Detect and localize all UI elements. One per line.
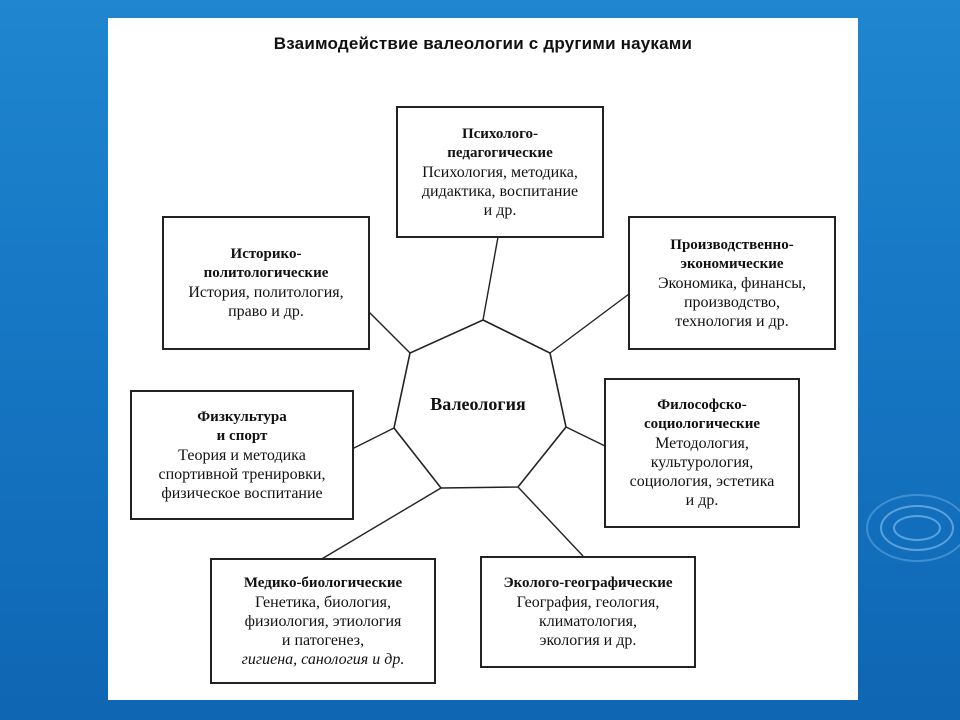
- slide-canvas: Взаимодействие валеологии с другими наук…: [108, 18, 858, 700]
- body-line: и др.: [483, 201, 517, 219]
- box-psycho-pedagogical: Психолого- педагогические Психология, ме…: [396, 106, 604, 238]
- heading-line: Производственно-: [670, 236, 794, 253]
- body-line: социология, эстетика: [629, 473, 775, 490]
- heading-line: социологические: [643, 416, 760, 432]
- box-heading: Историко- политологические: [168, 245, 364, 283]
- body-line: технология и др.: [675, 312, 789, 330]
- box-body: Психология, методика, дидактика, воспита…: [402, 163, 598, 220]
- center-heptagon: [393, 319, 567, 489]
- ripple-decoration: [866, 494, 960, 562]
- diagram-title: Взаимодействие валеологии с другими наук…: [273, 34, 693, 53]
- body-line: Теория и методика: [178, 446, 306, 464]
- body-line: Экономика, финансы,: [657, 274, 807, 292]
- connector-prod: [549, 293, 630, 354]
- body-line: спортивной тренировки,: [158, 465, 326, 483]
- box-body: Методология, культурология, социология, …: [610, 434, 794, 510]
- body-line: право и др.: [228, 303, 304, 320]
- box-body: История, политология, право и др.: [168, 283, 364, 321]
- connector-hist: [367, 310, 411, 354]
- body-line: физическое воспитание: [161, 484, 323, 502]
- box-body: География, геология, климатология, эколо…: [486, 593, 690, 650]
- connector-psych: [482, 236, 499, 321]
- connector-sport: [351, 427, 395, 450]
- body-line: экология и др.: [539, 632, 637, 649]
- box-heading: Производственно- экономические: [634, 236, 830, 274]
- body-line: климатология,: [538, 613, 638, 630]
- connector-med: [319, 487, 442, 561]
- box-historical-political: Историко- политологические История, поли…: [162, 216, 370, 350]
- heading-line: Историко-: [230, 246, 302, 262]
- heading-line: Психолого-: [461, 125, 539, 142]
- heading-line: Философско-: [657, 397, 747, 413]
- diagram-connectors: [319, 236, 630, 561]
- box-ecological-geographical: Эколого-географические География, геолог…: [480, 556, 696, 668]
- body-line: Методология,: [655, 435, 749, 452]
- heading-line: политологические: [203, 265, 329, 281]
- body-line: и патогенез,: [281, 631, 365, 649]
- body-line: физиология, этиология: [244, 612, 402, 630]
- body-line: Генетика, биология,: [255, 593, 391, 611]
- box-body: Экономика, финансы, производство, технол…: [634, 274, 830, 331]
- box-heading: Психолого- педагогические: [402, 125, 598, 163]
- box-physical-culture-sport: Физкультура и спорт Теория и методика сп…: [130, 390, 354, 520]
- body-line: производство,: [683, 293, 781, 311]
- heading-line: Физкультура: [197, 408, 287, 425]
- box-body: Теория и методика спортивной тренировки,…: [136, 446, 348, 503]
- heading-line: Эколого-географические: [503, 575, 673, 591]
- box-heading: Философско- социологические: [610, 396, 794, 434]
- box-heading: Физкультура и спорт: [136, 408, 348, 446]
- connector-phil: [565, 426, 606, 447]
- heading-line: и спорт: [216, 427, 268, 444]
- box-medical-biological: Медико-биологические Генетика, биология,…: [210, 558, 436, 684]
- connector-eco: [517, 486, 584, 557]
- box-philosophical-sociological: Философско- социологические Методология,…: [604, 378, 800, 528]
- heading-line: экономические: [680, 255, 784, 272]
- body-line: Психология, методика,: [422, 163, 578, 181]
- body-line: и др.: [685, 492, 719, 509]
- body-line: культурология,: [650, 454, 754, 471]
- box-body: Генетика, биология, физиология, этиологи…: [216, 593, 430, 669]
- body-line: дидактика, воспитание: [421, 182, 579, 200]
- body-line: История, политология,: [188, 284, 344, 301]
- center-label: Валеология: [430, 394, 526, 414]
- heading-line: педагогические: [447, 144, 553, 161]
- heading-line: Медико-биологические: [243, 574, 403, 591]
- body-line: гигиена, санология и др.: [241, 650, 405, 668]
- box-heading: Эколого-географические: [486, 574, 690, 593]
- box-production-economic: Производственно- экономические Экономика…: [628, 216, 836, 350]
- box-heading: Медико-биологические: [216, 574, 430, 593]
- body-line: География, геология,: [516, 594, 660, 611]
